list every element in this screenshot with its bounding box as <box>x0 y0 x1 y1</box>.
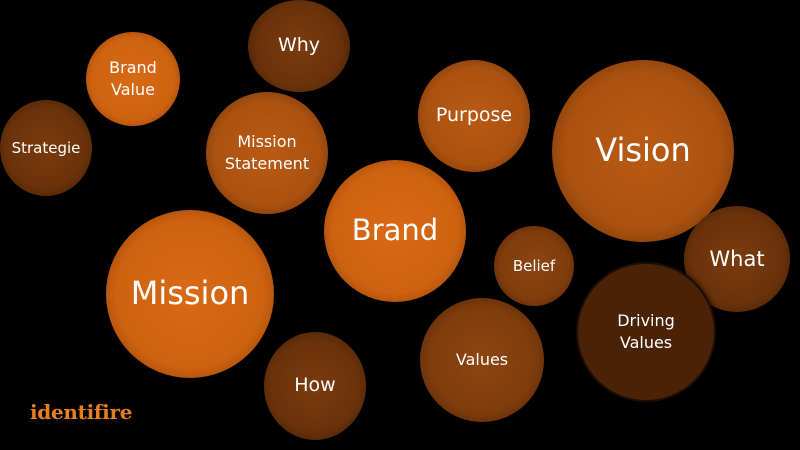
bubble-vision-label: Vision <box>595 131 691 170</box>
bubble-how-label: How <box>294 374 336 397</box>
bubble-belief-label: Belief <box>512 256 556 275</box>
bubble-mission-statement: Mission Statement <box>206 92 328 214</box>
bubble-belief: Belief <box>494 226 574 306</box>
bubble-driving-values: Driving Values <box>576 262 716 402</box>
bubble-why-label: Why <box>277 34 321 57</box>
bubble-mission-statement-line1: Mission <box>237 132 297 152</box>
bubble-brand-value-text: Brand Value <box>109 57 157 100</box>
bubble-mission-label: Mission <box>130 274 250 313</box>
bubble-driving-values-text: Driving Values <box>617 310 675 353</box>
bubble-what-label: What <box>709 246 765 271</box>
bubble-brand-label: Brand <box>351 213 439 248</box>
bubble-purpose-label: Purpose <box>435 104 513 127</box>
bubble-values: Values <box>420 298 544 422</box>
bubble-values-label: Values <box>455 350 509 370</box>
bubble-strategie-label: Strategie <box>11 138 81 157</box>
bubble-mission-statement-text: Mission Statement <box>225 131 309 174</box>
bubble-brand-value: Brand Value <box>86 32 180 126</box>
bubble-how: How <box>264 332 366 440</box>
bubble-driving-values-line2: Values <box>619 333 673 352</box>
bubble-brand: Brand <box>324 160 466 302</box>
bubble-purpose: Purpose <box>418 60 530 172</box>
bubble-mission: Mission <box>106 210 274 378</box>
bubble-brand-value-line2: Value <box>111 80 155 99</box>
bubble-brand-value-line1: Brand <box>109 58 157 78</box>
bubble-strategie: Strategie <box>0 100 92 196</box>
identifire-logo: identifire <box>30 400 133 424</box>
bubble-vision: Vision <box>552 60 734 242</box>
bubble-mission-statement-line2: Statement <box>224 154 310 173</box>
bubble-driving-values-line1: Driving <box>617 311 675 331</box>
bubble-why: Why <box>248 0 350 92</box>
